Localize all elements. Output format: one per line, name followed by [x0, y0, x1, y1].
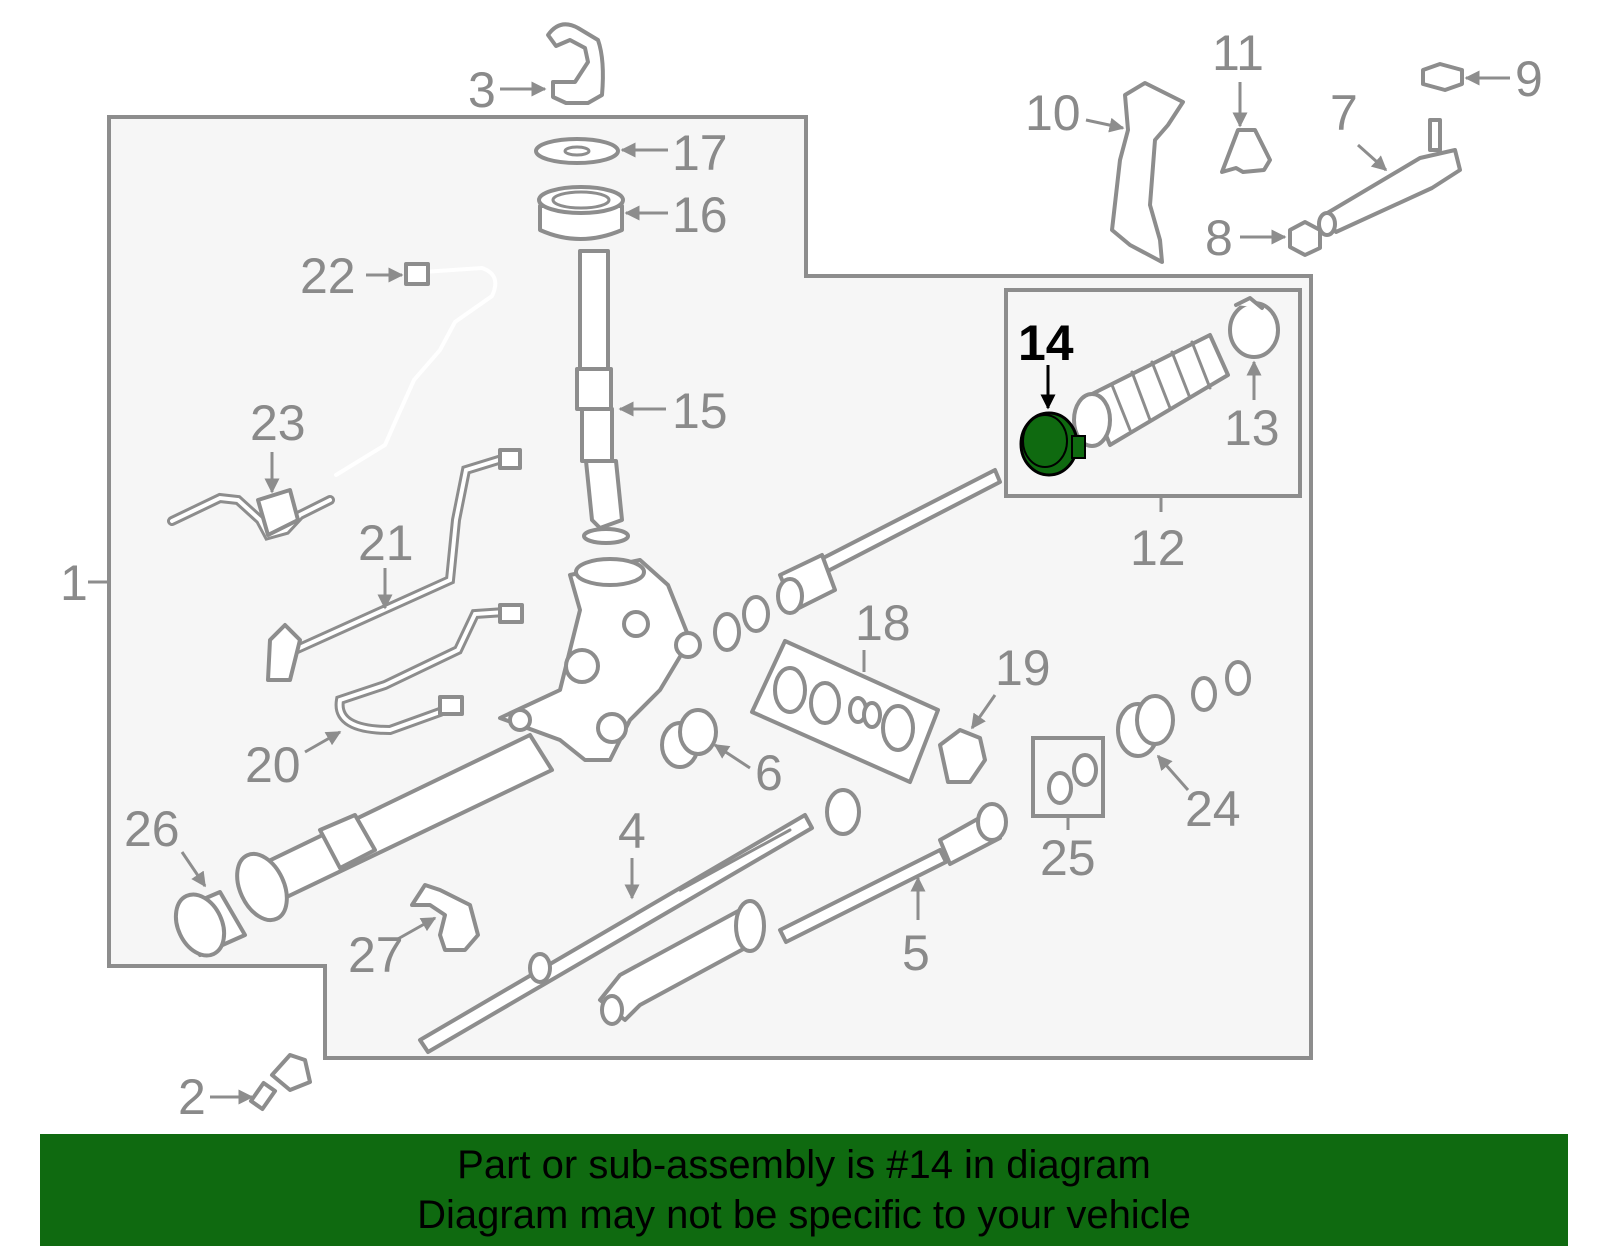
part-11-clip	[1220, 82, 1272, 174]
part-5-tie-rod	[778, 802, 1008, 944]
callout-18: 18	[855, 595, 911, 651]
rack-seal-ring	[825, 788, 861, 836]
callout-2: 2	[178, 1069, 206, 1125]
callout-13: 13	[1224, 400, 1280, 456]
part-4-rack	[418, 813, 814, 1054]
callout-27: 27	[348, 927, 404, 983]
callout-19: 19	[995, 640, 1051, 696]
callout-24: 24	[1185, 781, 1241, 837]
callout-1: 1	[60, 555, 88, 611]
part-15-pinion	[575, 249, 666, 545]
part-7-tie-rod-end	[1317, 118, 1462, 237]
part-10-bracket	[1085, 81, 1185, 264]
callout-12: 12	[1130, 520, 1186, 576]
part-12-boot	[1072, 333, 1230, 448]
part-27-bracket	[395, 883, 480, 952]
inner-tie-rod-upper	[776, 468, 1002, 615]
callout-8: 8	[1205, 210, 1233, 266]
callout-21: 21	[358, 515, 414, 571]
rack-housing	[235, 557, 702, 923]
part-9-nut	[1421, 62, 1510, 92]
lower-boot	[598, 899, 766, 1026]
part-23-bracket	[167, 452, 335, 541]
part-6-bushing	[660, 708, 751, 770]
callout-3: 3	[468, 62, 496, 118]
callout-23: 23	[250, 395, 306, 451]
part-25-ring-kit	[1031, 736, 1105, 830]
callout-17: 17	[672, 125, 728, 181]
banner-line-2: Diagram may not be specific to your vehi…	[417, 1193, 1191, 1237]
part-18-seal-kit	[750, 639, 940, 784]
callout-4: 4	[618, 803, 646, 859]
part-16-cap	[537, 185, 668, 241]
part-19-nut	[938, 694, 997, 784]
callout-6: 6	[755, 745, 783, 801]
callout-15: 15	[672, 383, 728, 439]
part-3-bracket	[500, 22, 605, 105]
callout-9: 9	[1515, 51, 1543, 107]
part-22-pipe	[334, 262, 498, 477]
callout-16: 16	[672, 187, 728, 243]
o-rings	[713, 595, 770, 652]
callout-25: 25	[1040, 830, 1096, 886]
part-20-pipe	[304, 603, 524, 754]
callout-7: 7	[1330, 85, 1358, 141]
part-21-pipe	[266, 448, 522, 682]
part-8-nut	[1240, 220, 1322, 257]
part-13-clamp	[1228, 296, 1280, 400]
part-info-banner: Part or sub-assembly is #14 in diagram D…	[40, 1134, 1568, 1246]
callout-10: 10	[1025, 85, 1081, 141]
part-17-washer	[534, 137, 668, 165]
assembly-frame	[107, 115, 1313, 1060]
part-2-bolt	[210, 1053, 312, 1112]
part-14-clamp-highlighted[interactable]	[1019, 365, 1086, 477]
callout-14: 14	[1018, 315, 1074, 371]
callout-5: 5	[902, 925, 930, 981]
banner-line-1: Part or sub-assembly is #14 in diagram	[457, 1143, 1151, 1187]
callout-11: 11	[1212, 25, 1264, 81]
callout-20: 20	[245, 737, 301, 793]
callout-22: 22	[300, 248, 356, 304]
callout-26: 26	[124, 801, 180, 857]
part-26-cap	[173, 851, 247, 958]
part-24-bushing	[1116, 660, 1251, 791]
